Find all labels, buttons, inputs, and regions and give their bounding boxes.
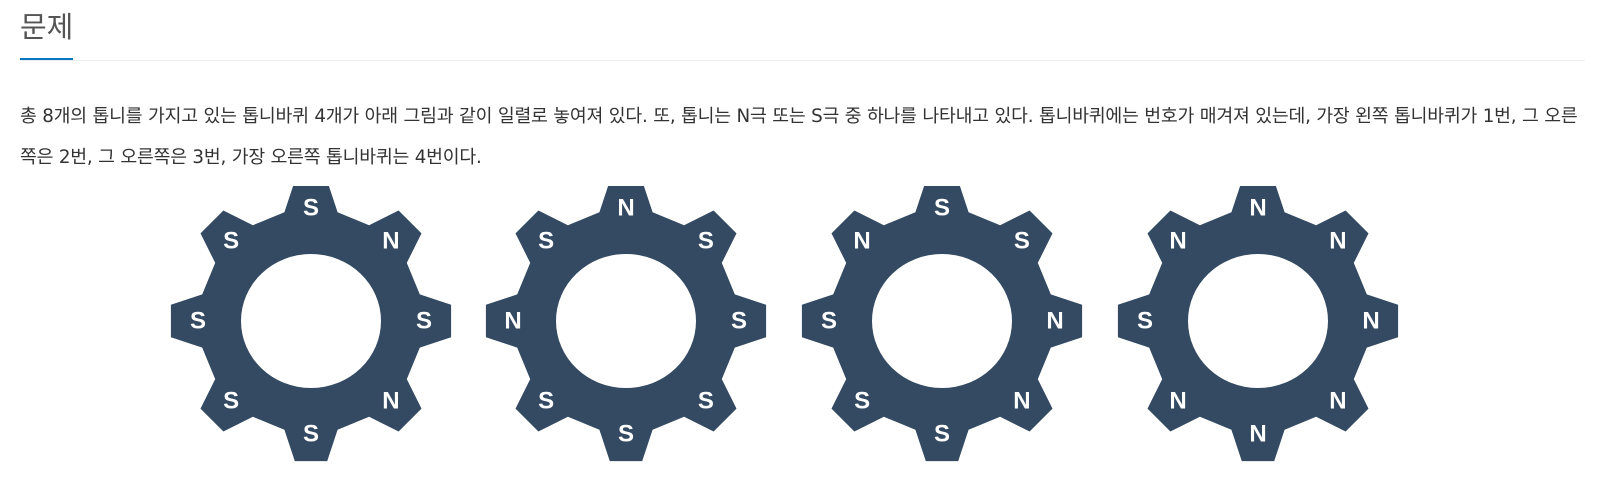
problem-description: 총 8개의 톱니를 가지고 있는 톱니바퀴 4개가 아래 그림과 같이 일렬로 … bbox=[20, 106, 1578, 168]
gear-2-tooth-5-pole: S bbox=[618, 421, 634, 448]
gear-4-tooth-1-pole: N bbox=[1249, 195, 1266, 222]
gear-1-tooth-1-pole: S bbox=[303, 195, 319, 222]
gear-4-tooth-3-pole: N bbox=[1362, 308, 1379, 335]
gear-3-tooth-5-pole: S bbox=[934, 421, 950, 448]
gear-3-tooth-1-pole: S bbox=[934, 195, 950, 222]
gears-figure: S N S N S S S S N S S S S S N S S S N N S S S N N N N N N N S N bbox=[0, 186, 1605, 466]
gear-1-tooth-4-pole: N bbox=[382, 387, 399, 414]
gear-2-tooth-7-pole: N bbox=[504, 308, 521, 335]
gear-3-tooth-4-pole: N bbox=[1013, 387, 1030, 414]
gear-2-tooth-3-pole: S bbox=[731, 308, 747, 335]
gear-2-tooth-4-pole: S bbox=[698, 387, 714, 414]
gear-1-tooth-7-pole: S bbox=[190, 308, 206, 335]
gear-2-tooth-2-pole: S bbox=[698, 228, 714, 255]
gear-4: N N N N N N S N bbox=[1117, 186, 1399, 462]
gear-3-tooth-3-pole: N bbox=[1046, 308, 1063, 335]
gear-1-tooth-8-pole: S bbox=[223, 228, 239, 255]
gear-1: S N S N S S S S bbox=[170, 186, 452, 462]
gear-3-tooth-8-pole: N bbox=[853, 228, 870, 255]
section-heading: 문제 bbox=[20, 8, 74, 60]
gear-4-tooth-5-pole: N bbox=[1249, 421, 1266, 448]
gear-body bbox=[170, 186, 452, 462]
gear-body bbox=[1117, 186, 1399, 462]
gear-4-tooth-2-pole: N bbox=[1329, 228, 1346, 255]
gear-1-tooth-6-pole: S bbox=[223, 387, 239, 414]
gear-4-tooth-7-pole: S bbox=[1137, 308, 1153, 335]
gear-3-tooth-2-pole: S bbox=[1014, 228, 1030, 255]
gear-2-tooth-8-pole: S bbox=[538, 228, 554, 255]
gears-illustration: S N S N S S S S N S S S S S N S S S N N S S S N N N N N N N S N bbox=[170, 186, 1399, 462]
gear-4-tooth-6-pole: N bbox=[1169, 387, 1186, 414]
gear-body bbox=[485, 186, 767, 462]
gear-2-tooth-6-pole: S bbox=[538, 387, 554, 414]
gear-3-tooth-7-pole: S bbox=[821, 308, 837, 335]
gear-3-tooth-6-pole: S bbox=[854, 387, 870, 414]
gear-1-tooth-3-pole: S bbox=[416, 308, 432, 335]
gear-2: N S S S S S N S bbox=[485, 186, 767, 462]
section-header: 문제 bbox=[20, 0, 1585, 61]
gear-4-tooth-8-pole: N bbox=[1169, 228, 1186, 255]
gear-2-tooth-1-pole: N bbox=[617, 195, 634, 222]
gear-body bbox=[801, 186, 1083, 462]
gear-4-tooth-4-pole: N bbox=[1329, 387, 1346, 414]
gear-1-tooth-2-pole: N bbox=[382, 228, 399, 255]
gear-3: S S N N S S S N bbox=[801, 186, 1083, 462]
gear-1-tooth-5-pole: S bbox=[303, 421, 319, 448]
